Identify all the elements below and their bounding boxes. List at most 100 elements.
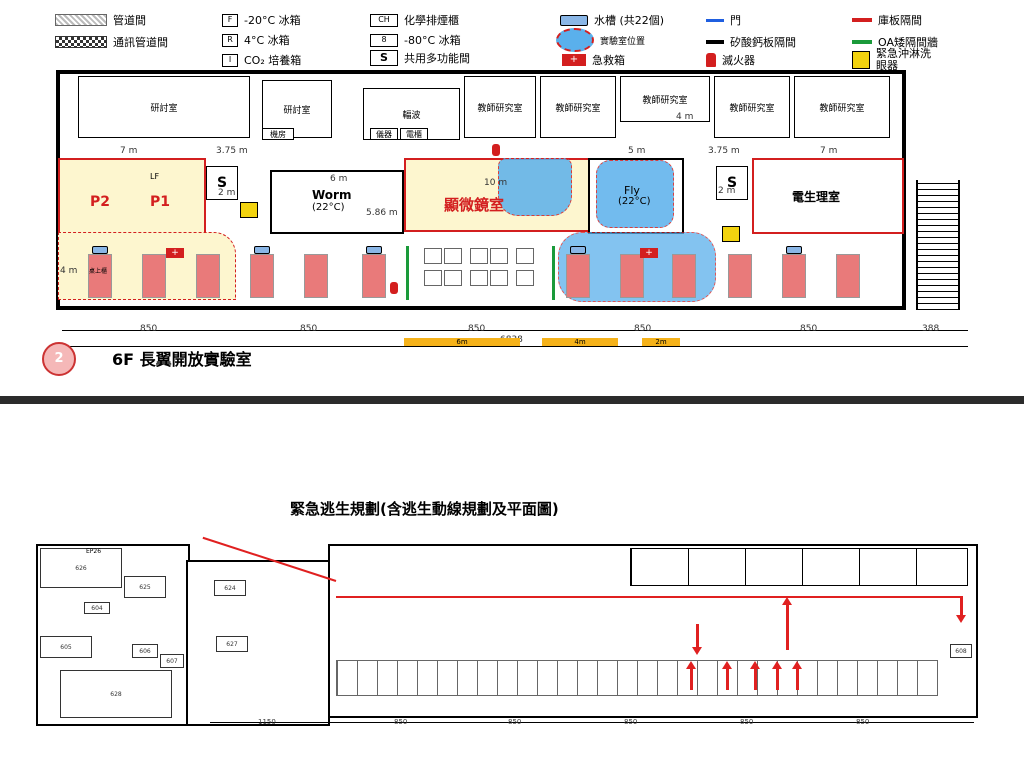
first-aid-icon: + [562, 54, 586, 66]
legend-freezer-m80: 8 -80°C 冰箱 [370, 32, 461, 48]
desk-5 [516, 248, 534, 264]
evac-title: 緊急逃生規劃(含逃生動線規劃及平面圖) [290, 500, 559, 518]
room-instrument: 儀器 [370, 128, 398, 140]
legend-freezer-m80-label: -80°C 冰箱 [404, 34, 461, 47]
bench-12 [836, 254, 860, 298]
evac-plan: 626 625 604 605 606 607 628 EP26 624 627… [30, 536, 990, 730]
dim-seg-6: 388 [922, 324, 940, 334]
room-seminar-2: 研討室 [262, 80, 332, 138]
evac-dim-850-4: 850 [740, 718, 754, 726]
bench-8 [620, 254, 644, 298]
evac-dim-850-5: 850 [856, 718, 870, 726]
legend-door-label: 門 [730, 14, 741, 27]
evac-arrow-up-1 [686, 661, 696, 690]
evac-dim-850-3: 850 [624, 718, 638, 726]
dim-375-left: 3.75 m [216, 146, 248, 156]
legend-freezer-m20: F -20°C 冰箱 [222, 12, 301, 28]
dim-6m: 6 m [330, 174, 348, 184]
room-faculty-3: 教師研究室 [620, 76, 710, 122]
p2-label: P2 [90, 194, 111, 210]
dimension-line-2 [62, 346, 968, 347]
shared-room-left-label: S [216, 175, 228, 191]
desk-7 [444, 270, 462, 286]
sink-5 [786, 246, 802, 254]
bench-4 [250, 254, 274, 298]
desk-1 [424, 248, 442, 264]
microscope-label: 顯微鏡室 [444, 196, 505, 214]
evac-room-604: 604 [84, 602, 110, 614]
dim-7m-left: 7 m [120, 146, 138, 156]
evac-middle-block [186, 560, 330, 726]
evac-room-625: 625 [124, 576, 166, 598]
evac-room-627-label: 627 [226, 640, 238, 648]
pipe-room-swatch [55, 14, 107, 26]
desk-9 [490, 270, 508, 286]
legend-first-aid: + 急救箱 [562, 52, 625, 68]
room-server-label: 機房 [270, 129, 286, 139]
legend-partition-cal-label: 矽酸鈣板隔間 [730, 36, 796, 49]
evac-room-627: 627 [216, 636, 248, 652]
sink-3 [366, 246, 382, 254]
legend-door: 門 [706, 12, 741, 28]
dim-10m: 10 m [484, 178, 508, 188]
extinguisher-marker-1 [390, 282, 398, 294]
room-server: 機房 [262, 128, 294, 140]
evac-room-608: 608 [950, 644, 972, 658]
bench-label: 桌上櫃 [89, 268, 108, 275]
partition-board-icon [852, 18, 872, 22]
sink-1 [92, 246, 108, 254]
legend-freezer-m20-label: -20°C 冰箱 [244, 14, 301, 27]
evac-room-628: 628 [60, 670, 172, 718]
evac-room-626: 626 [40, 548, 122, 588]
evac-route-horizontal [336, 596, 962, 598]
evac-arrow-up-4 [772, 661, 782, 690]
evac-room-628-label: 628 [110, 690, 122, 698]
evac-dim-850-2: 850 [508, 718, 522, 726]
freezer-m80-icon: 8 [370, 33, 398, 47]
bench-2 [142, 254, 166, 298]
dim-bar-4m: 4m [542, 338, 618, 347]
eyewash-icon [852, 51, 870, 69]
incubator-icon: I [222, 53, 238, 67]
partition-cal-icon [706, 40, 724, 44]
sink-2 [254, 246, 270, 254]
desk-8 [470, 270, 488, 286]
evac-room-608-label: 608 [955, 647, 967, 655]
sink-icon [560, 14, 588, 26]
desk-6 [424, 270, 442, 286]
dim-375-right: 3.75 m [708, 146, 740, 156]
evac-label-ep26: EP26 [86, 548, 102, 555]
dim-seg-5: 850 [800, 324, 818, 334]
room-faculty-5-label: 教師研究室 [819, 103, 865, 114]
legend-extinguisher: 滅火器 [706, 52, 755, 68]
legend-extinguisher-label: 滅火器 [722, 54, 755, 67]
evac-dim-850-1: 850 [394, 718, 408, 726]
legend-fridge-4-label: 4°C 冰箱 [244, 34, 290, 47]
fly-temp: (22°C) [618, 196, 651, 207]
evac-arrow-up-6 [782, 597, 792, 650]
lab-location-icon [556, 28, 594, 52]
fridge-icon: R [222, 33, 238, 47]
worm-room [270, 170, 404, 234]
legend-lab-location: 實驗室位置 [556, 28, 645, 52]
legend-partition-board-label: 庫板隔間 [878, 14, 922, 27]
room-faculty-1-label: 教師研究室 [477, 103, 523, 114]
evac-arrow-down-1 [692, 624, 702, 655]
legend-pipe-room-label: 管道間 [113, 14, 146, 27]
fly-lab-location [596, 160, 674, 228]
eyewash-marker-1 [240, 202, 258, 218]
legend-comm-pipe-room: 通訊管道間 [55, 34, 168, 50]
lf-label: LF [150, 172, 160, 181]
legend-sink: 水槽 (共22個) [560, 12, 664, 28]
bench-11 [782, 254, 806, 298]
shared-room-left: S [206, 166, 238, 200]
evac-room-605: 605 [40, 636, 92, 658]
room-faculty-3-label: 教師研究室 [642, 95, 688, 106]
legend-partition-board: 庫板隔間 [852, 12, 922, 28]
comm-pipe-swatch [55, 36, 107, 48]
room-faculty-1: 教師研究室 [464, 76, 536, 138]
legend-hood-label: 化學排煙櫃 [404, 14, 459, 27]
legend-shared-room-label: 共用多功能間 [404, 52, 470, 65]
dim-4m-top: 4 m [676, 112, 694, 122]
legend-co2-incubator: I CO₂ 培養箱 [222, 52, 301, 68]
